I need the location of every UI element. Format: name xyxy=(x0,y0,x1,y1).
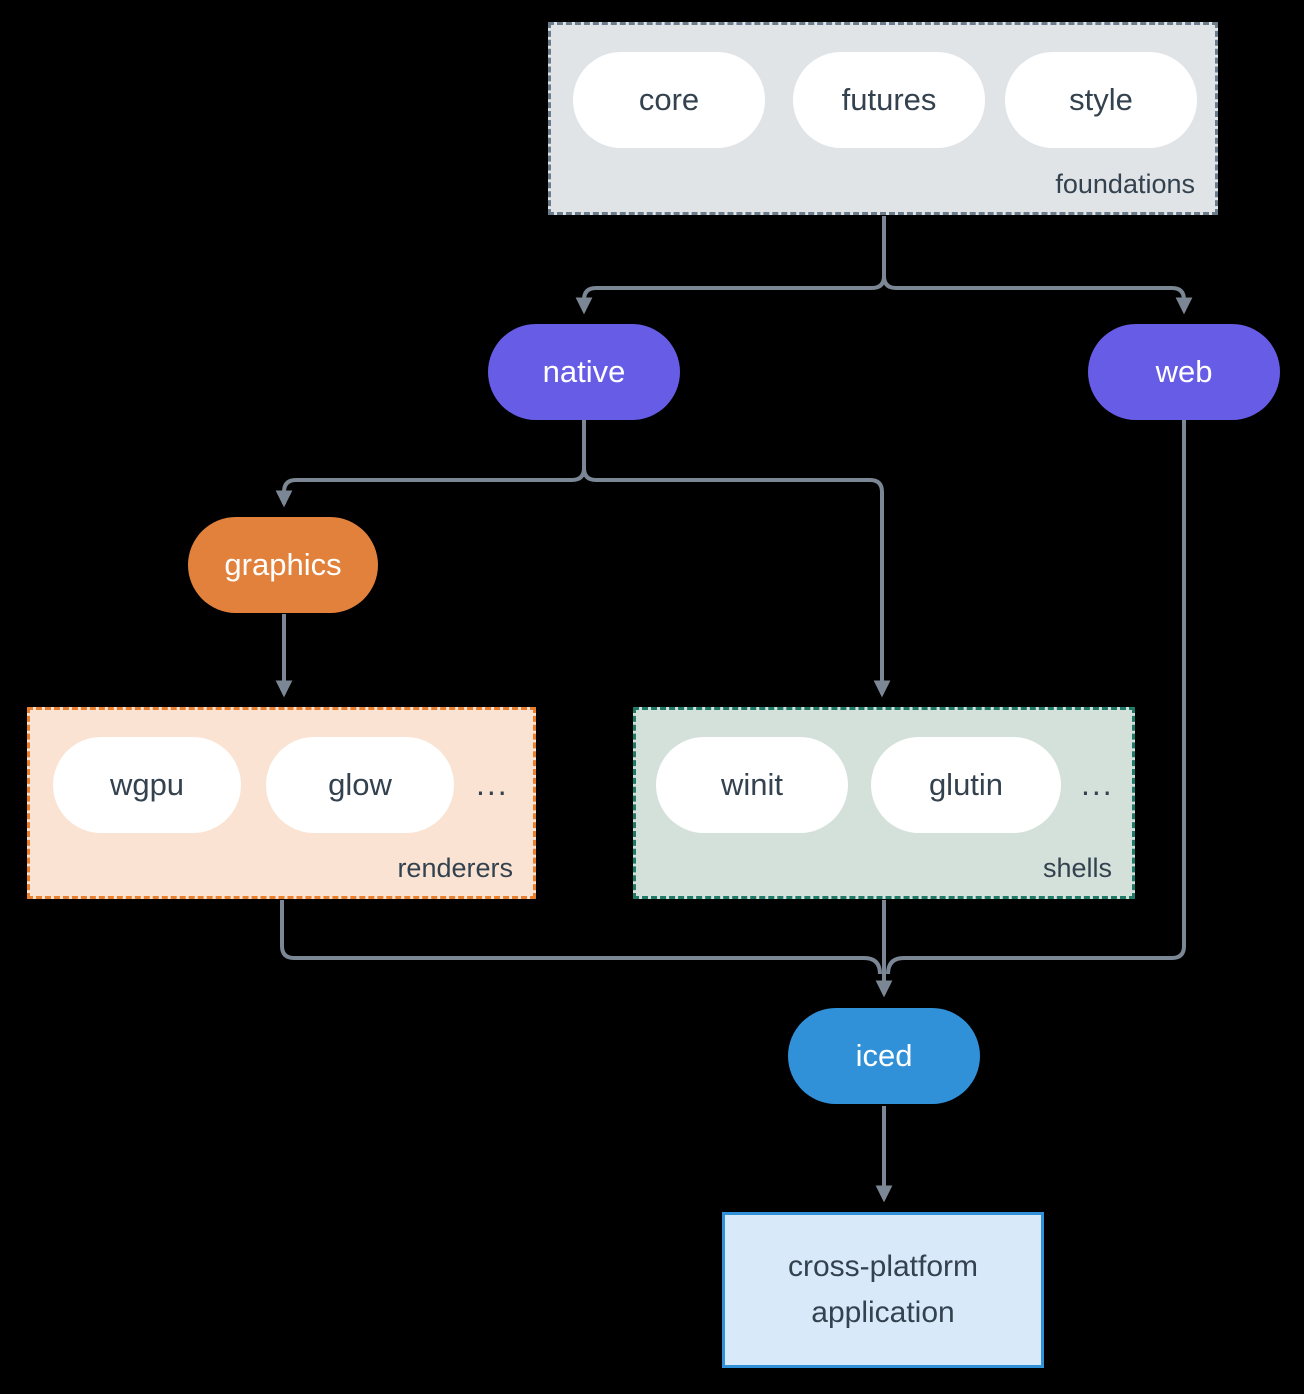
renderers-group: wgpu glow ... renderers xyxy=(27,707,536,899)
node-native-label: native xyxy=(542,354,626,389)
arrow-native-to-graphics xyxy=(275,420,586,508)
node-core: core xyxy=(573,52,765,148)
foundations-group: core futures style foundations xyxy=(548,22,1218,215)
node-native: native xyxy=(488,324,680,420)
node-winit-label: winit xyxy=(720,767,783,802)
node-graphics: graphics xyxy=(188,517,378,613)
shells-group-label: shells xyxy=(1042,853,1112,883)
shells-group: winit glutin ... shells xyxy=(633,707,1135,899)
line-renderers-to-merge xyxy=(280,900,882,975)
node-glow-label: glow xyxy=(328,767,392,802)
node-glow: glow xyxy=(266,737,454,833)
node-glutin-label: glutin xyxy=(928,767,1004,802)
node-graphics-label: graphics xyxy=(224,547,342,582)
node-winit: winit xyxy=(656,737,848,833)
node-core-label: core xyxy=(638,82,700,117)
foundations-group-label: foundations xyxy=(1055,169,1195,199)
node-wgpu-label: wgpu xyxy=(109,767,185,802)
node-futures: futures xyxy=(793,52,985,148)
application-label: cross-platform application xyxy=(787,1249,979,1330)
node-iced-label: iced xyxy=(855,1038,913,1073)
arrow-native-to-shells xyxy=(582,420,891,698)
arrow-foundations-to-native xyxy=(575,216,886,315)
node-style: style xyxy=(1005,52,1197,148)
node-wgpu: wgpu xyxy=(53,737,241,833)
node-web-label: web xyxy=(1155,354,1213,389)
shells-ellipsis: ... xyxy=(1081,766,1114,802)
application-box: cross-platform application xyxy=(722,1212,1044,1368)
renderers-group-label: renderers xyxy=(397,853,513,883)
node-glutin: glutin xyxy=(871,737,1061,833)
node-iced: iced xyxy=(788,1008,980,1104)
node-style-label: style xyxy=(1069,82,1133,117)
renderers-ellipsis: ... xyxy=(476,766,509,802)
arrow-foundations-to-web xyxy=(882,216,1193,315)
node-futures-label: futures xyxy=(841,82,937,117)
node-web: web xyxy=(1088,324,1280,420)
